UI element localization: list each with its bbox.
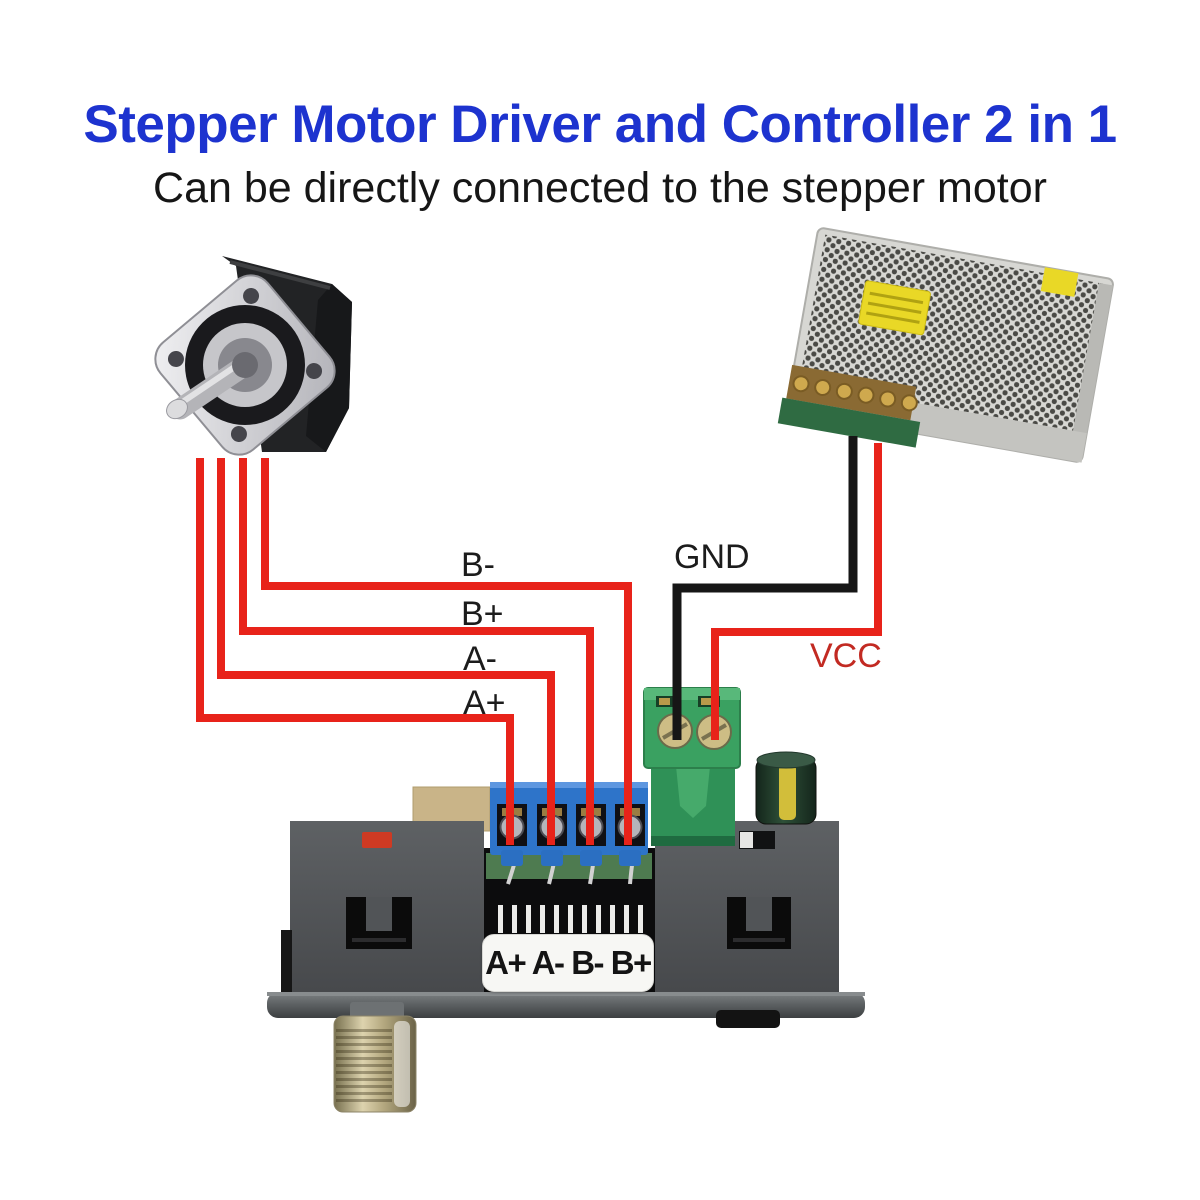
psu-label-small <box>1040 267 1079 297</box>
driver-pin-comb <box>498 905 643 933</box>
wire-a-minus <box>217 458 555 845</box>
driver-board-illustration <box>267 687 865 1113</box>
motor-screw-hole <box>306 363 323 380</box>
wire-vcc <box>711 443 882 740</box>
wire-label-a-plus: A+ <box>463 684 506 722</box>
motor-screw-hole <box>230 426 247 443</box>
motor-shaft-tip <box>166 398 188 420</box>
driver-red-indicator <box>362 832 392 848</box>
page-title: Stepper Motor Driver and Controller 2 in… <box>83 95 1117 154</box>
driver-motor-terminal-block <box>490 782 648 866</box>
page-subtitle: Can be directly connected to the stepper… <box>153 164 1047 212</box>
motor-screw-hole <box>243 287 260 304</box>
psu-pcb-edge <box>777 397 921 448</box>
driver-right-panel <box>655 821 839 998</box>
stepper-motor-illustration <box>154 256 352 456</box>
motor-screw-hole <box>167 350 184 367</box>
motor-hub <box>232 352 258 378</box>
wires <box>196 436 882 845</box>
wire-a-plus <box>196 458 514 845</box>
wire-gnd <box>672 436 858 740</box>
driver-bottom-connector <box>716 1010 780 1028</box>
wire-b-plus <box>239 458 594 845</box>
wire-label-gnd: GND <box>674 538 750 576</box>
psu-side-face <box>1069 282 1113 455</box>
driver-base-plate <box>267 992 865 1018</box>
driver-terminal-label: A+ A- B- B+ <box>482 934 654 992</box>
wire-label-b-plus: B+ <box>461 595 504 633</box>
driver-knob <box>333 1002 417 1113</box>
wire-b-minus <box>261 458 632 845</box>
motor-shaft <box>169 359 249 420</box>
driver-power-terminal-block <box>643 687 741 846</box>
wire-label-a-minus: A- <box>463 640 497 678</box>
driver-left-panel <box>281 821 484 998</box>
wire-label-b-minus: B- <box>461 546 495 584</box>
driver-capacitor <box>755 751 817 825</box>
power-supply-illustration <box>777 227 1114 463</box>
wire-label-vcc: VCC <box>810 637 882 675</box>
